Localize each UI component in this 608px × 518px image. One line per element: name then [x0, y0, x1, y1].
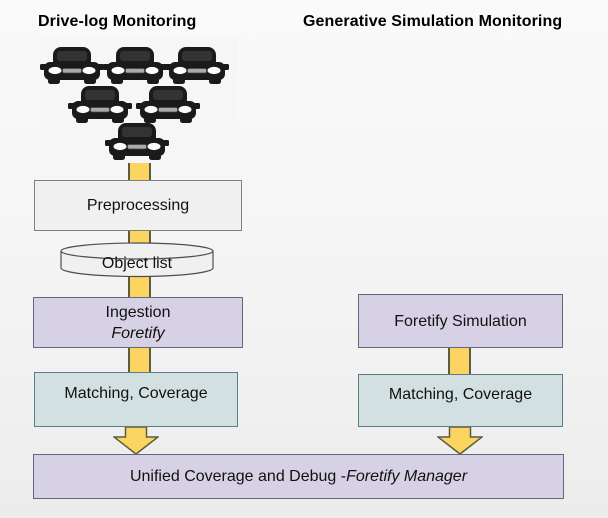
car-icon	[135, 85, 201, 124]
foretify-simulation-box: Foretify Simulation	[358, 294, 563, 348]
preprocessing-box: Preprocessing	[34, 180, 242, 231]
foretify-simulation-label: Foretify Simulation	[394, 312, 527, 330]
preprocessing-label: Preprocessing	[86, 197, 190, 214]
matching-coverage-left-label: Matching, Coverage	[64, 385, 208, 402]
object-list-cylinder: Object list	[60, 242, 214, 278]
car-fleet-icon	[40, 46, 230, 161]
down-arrow-icon	[437, 427, 483, 455]
matching-coverage-right-box: Matching, Coverage	[358, 374, 563, 427]
title-drive-log-monitoring: Drive-log Monitoring	[38, 13, 197, 30]
database-cylinder-icon	[60, 242, 214, 278]
title-generative-simulation-monitoring: Generative Simulation Monitoring	[303, 13, 563, 30]
ingestion-box: Ingestion Foretify	[33, 297, 243, 348]
matching-coverage-left-box: Matching, Coverage	[34, 372, 238, 427]
matching-coverage-right-label: Matching, Coverage	[388, 386, 533, 403]
connector-simulation-to-matching	[448, 348, 471, 375]
connector-objectlist-to-ingestion	[128, 272, 151, 298]
car-icon	[104, 122, 170, 161]
car-icon	[40, 46, 105, 85]
car-icon	[164, 46, 230, 85]
unified-coverage-label: Unified Coverage and Debug -	[129, 468, 347, 485]
car-icon	[67, 85, 133, 124]
ingestion-foretify-label: Foretify	[111, 324, 165, 342]
ingestion-label: Ingestion	[105, 303, 171, 321]
car-icon	[102, 46, 168, 85]
car-fleet-panel	[40, 37, 238, 165]
foretify-manager-label: Foretify Manager	[346, 468, 468, 485]
object-list-label: Object list	[101, 254, 173, 272]
unified-coverage-box: Unified Coverage and Debug - Foretify Ma…	[33, 454, 564, 499]
connector-ingestion-to-matching	[128, 348, 151, 373]
connector-cars-to-preprocessing	[128, 163, 151, 181]
down-arrow-icon	[113, 427, 159, 455]
